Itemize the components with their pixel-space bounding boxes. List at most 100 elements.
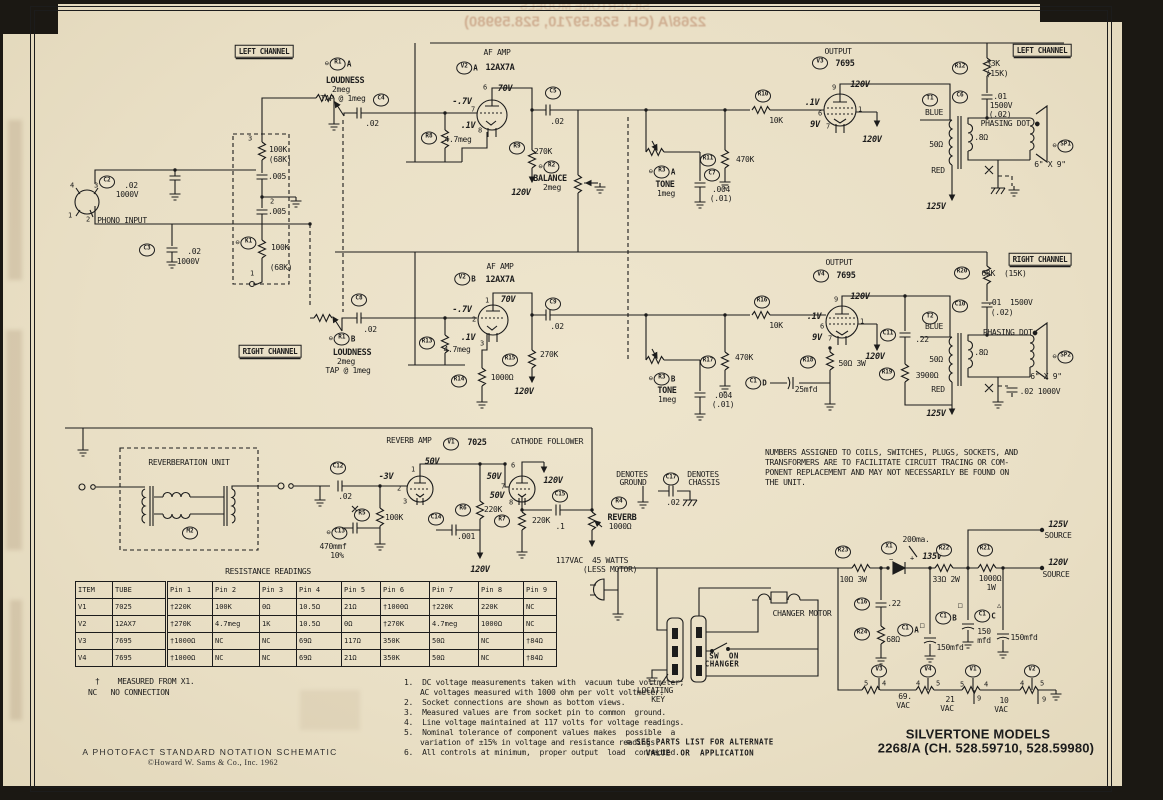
ref-circle: C7	[704, 168, 720, 182]
schematic-label: 4. Line voltage maintained at 117 volts …	[404, 718, 685, 727]
component-ref-V3: V3	[871, 664, 887, 678]
schematic-label: 6" X 9"	[1034, 160, 1066, 169]
ref-circle: X1	[881, 541, 897, 555]
component-ref-C13: ⊖C13	[326, 526, 348, 540]
table-cell: 350K	[380, 632, 430, 650]
table-header-cell: TUBE	[112, 581, 168, 599]
alternate-value-icon: ⊖	[328, 334, 333, 343]
schematic-label: .1	[555, 522, 565, 531]
ref-circle: R24	[854, 627, 870, 641]
table-cell: †220K	[429, 598, 479, 616]
alternate-value-icon: ⊖	[324, 59, 329, 68]
component-ref-R14: R14	[451, 374, 467, 388]
schematic-label: -3V	[378, 471, 394, 482]
table-cell: 69Ω	[296, 649, 342, 667]
schematic-label: VAC	[940, 704, 954, 713]
schematic-label: .02 1000V	[1019, 387, 1061, 396]
table-cell: 69Ω	[296, 632, 342, 650]
schematic-label: 1000Ω	[490, 373, 514, 382]
schematic-label: .8Ω	[974, 133, 988, 142]
schematic-label: 2	[397, 484, 401, 493]
table-cell: NC	[212, 649, 260, 667]
model-title: 2268/A (CH. 528.59710, 528.59980)	[877, 740, 1095, 756]
ref-circle: R3	[653, 165, 670, 179]
schematic-label: 470mmf	[319, 542, 347, 551]
ref-circle: T1	[922, 93, 938, 107]
schematic-label: CHANGER	[704, 659, 740, 669]
schematic-label: .8Ω	[974, 348, 988, 357]
component-ref-V4: V4	[813, 269, 829, 283]
ref-circle: V2	[456, 61, 473, 75]
schematic-label: (15K)	[985, 69, 1009, 78]
ref-circle: M2	[182, 526, 198, 540]
schematic-label: 5	[864, 679, 868, 688]
schematic-label: (.02)	[990, 308, 1014, 317]
schematic-label: -.7V	[452, 304, 472, 315]
table-cell: †220K	[166, 598, 213, 616]
schematic-label: 120V	[511, 187, 531, 198]
component-ref-R17: R17	[700, 355, 716, 369]
schematic-label: 120V	[850, 291, 870, 302]
component-ref-R24: R24	[854, 627, 870, 641]
schematic-label: 120V	[543, 475, 563, 486]
ref-circle: C1	[897, 623, 914, 637]
schematic-label: .01	[993, 92, 1007, 101]
schematic-label: 7	[501, 482, 505, 491]
schematic-label: 9	[832, 83, 836, 92]
ref-circle: C9	[545, 297, 561, 311]
component-ref-R7: R7	[494, 514, 510, 528]
component-ref-R18: R18	[800, 355, 816, 369]
schematic-label: NC NO CONNECTION	[88, 688, 170, 697]
component-ref-C17: C17	[663, 472, 679, 486]
table-cell: V4	[75, 649, 113, 667]
ref-circle: R21	[977, 543, 993, 557]
schematic-label: 21	[945, 695, 955, 704]
ref-circle: C1	[745, 376, 762, 390]
schematic-label: 50V	[424, 456, 440, 467]
table-cell: 4.7meg	[429, 615, 479, 633]
schematic-label: 6" X 9"	[1030, 372, 1062, 381]
component-ref-R11: R11	[700, 153, 716, 167]
schematic-label: 150mfd	[936, 643, 964, 652]
schematic-label: 4.7meg	[444, 135, 472, 144]
schematic-label: .02	[666, 498, 680, 507]
ref-circle: V3	[871, 664, 887, 678]
component-ref-C5: C5	[545, 86, 561, 100]
schematic-label: .1V	[806, 311, 822, 322]
table-cell: 220K	[478, 598, 524, 616]
schematic-label: 6	[818, 109, 822, 118]
table-header-cell: Pin 5	[341, 581, 381, 599]
schematic-label: 70V	[500, 294, 516, 305]
table-cell: NC	[212, 632, 260, 650]
schematic-label: .02	[550, 117, 564, 126]
schematic-label: □	[958, 601, 962, 610]
schematic-label: .02	[363, 325, 377, 334]
schematic-label: 100K	[268, 145, 288, 154]
schematic-label: PONENT REPLACEMENT AND MAY NOT NECESSARI…	[765, 468, 1009, 477]
component-ref-C6: C6	[952, 90, 968, 104]
scan-smudge	[10, 600, 22, 720]
schematic-label: 2meg	[336, 357, 356, 366]
schematic-label: 33K	[986, 59, 1000, 68]
schematic-label: PHASING DOT ●	[980, 119, 1040, 128]
schematic-label: 2	[86, 215, 90, 224]
schematic-label: KEY	[651, 695, 665, 704]
scan-smudge	[6, 330, 22, 550]
component-ref-R4: R4	[611, 496, 627, 510]
schematic-label: 120V	[514, 386, 534, 397]
schematic-label: .1V	[460, 332, 476, 343]
schematic-label: .02	[365, 119, 379, 128]
schematic-label: (68K)	[268, 155, 292, 164]
schematic-label: 1000Ω	[608, 522, 632, 531]
schematic-label: 1	[858, 105, 862, 114]
table-cell: 50Ω	[429, 649, 479, 667]
schematic-label: 9V	[812, 332, 822, 343]
ref-circle: V1	[443, 437, 459, 451]
schematic-label: VAC	[994, 705, 1008, 714]
scan-smudge	[8, 120, 22, 280]
